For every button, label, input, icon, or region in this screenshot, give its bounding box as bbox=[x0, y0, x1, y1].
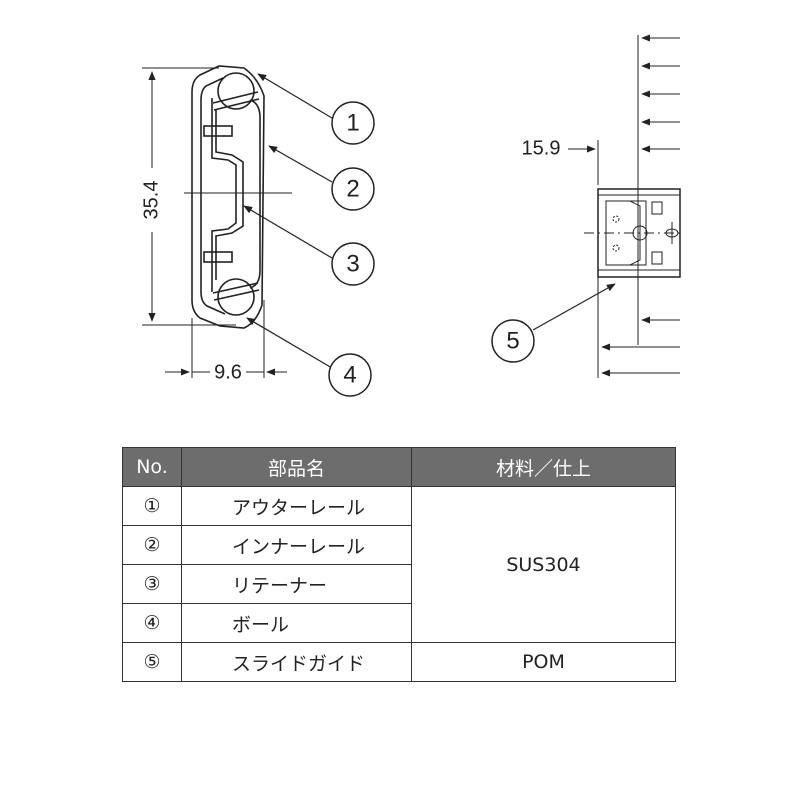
table-row: ⑤ スライドガイド POM bbox=[122, 642, 676, 682]
header-part-name: 部品名 bbox=[181, 447, 412, 487]
row-number: ② bbox=[122, 525, 182, 565]
svg-text:3: 3 bbox=[346, 250, 359, 277]
material: POM bbox=[411, 642, 676, 682]
svg-text:1: 1 bbox=[346, 109, 359, 136]
rail-cross-section bbox=[191, 65, 265, 329]
row-number: ③ bbox=[122, 564, 182, 604]
parts-table: No. 部品名 材料／仕上 ① アウターレール SUS304 ② インナーレール… bbox=[122, 447, 676, 682]
height-dimension bbox=[142, 67, 236, 326]
row-number: ④ bbox=[122, 603, 182, 643]
callout-1: 1 bbox=[331, 101, 375, 145]
height-dimension-label: 35.4 bbox=[140, 181, 162, 220]
part-name: ボール bbox=[181, 603, 412, 643]
lower-ball bbox=[217, 278, 255, 316]
part-name: インナーレール bbox=[181, 525, 412, 565]
callout-5: 5 bbox=[491, 319, 535, 363]
row-number: ① bbox=[122, 486, 182, 526]
part-name: アウターレール bbox=[181, 486, 412, 526]
width-dimension bbox=[165, 300, 287, 378]
svg-text:2: 2 bbox=[346, 175, 359, 202]
svg-text:5: 5 bbox=[506, 327, 519, 354]
header-material: 材料／仕上 bbox=[411, 447, 676, 487]
outer-rail-inner-edge bbox=[200, 77, 226, 315]
callout-4: 4 bbox=[328, 353, 372, 397]
table-row: ② インナーレール bbox=[122, 525, 676, 565]
technical-drawing: 35.4 9.6 1 2 3 4 bbox=[140, 34, 681, 397]
row-number: ⑤ bbox=[122, 642, 182, 682]
offset-dimension-label: 15.9 bbox=[522, 137, 561, 159]
side-view bbox=[568, 34, 681, 378]
outer-rail-shape bbox=[191, 65, 265, 329]
table-row: ① アウターレール SUS304 bbox=[122, 486, 676, 643]
callout-2: 2 bbox=[331, 167, 375, 211]
width-dimension-label: 9.6 bbox=[214, 361, 242, 383]
table-row: ④ ボール bbox=[122, 603, 676, 643]
header-no: No. bbox=[122, 447, 182, 487]
svg-text:4: 4 bbox=[343, 361, 356, 388]
callout-3: 3 bbox=[331, 242, 375, 286]
part-name: スライドガイド bbox=[181, 642, 412, 682]
part-name: リテーナー bbox=[181, 564, 412, 604]
upper-ball bbox=[217, 72, 255, 110]
inner-rail-inner-edge bbox=[215, 110, 244, 280]
table-header-row: No. 部品名 材料／仕上 bbox=[122, 447, 676, 487]
shared-material: SUS304 bbox=[411, 486, 676, 643]
